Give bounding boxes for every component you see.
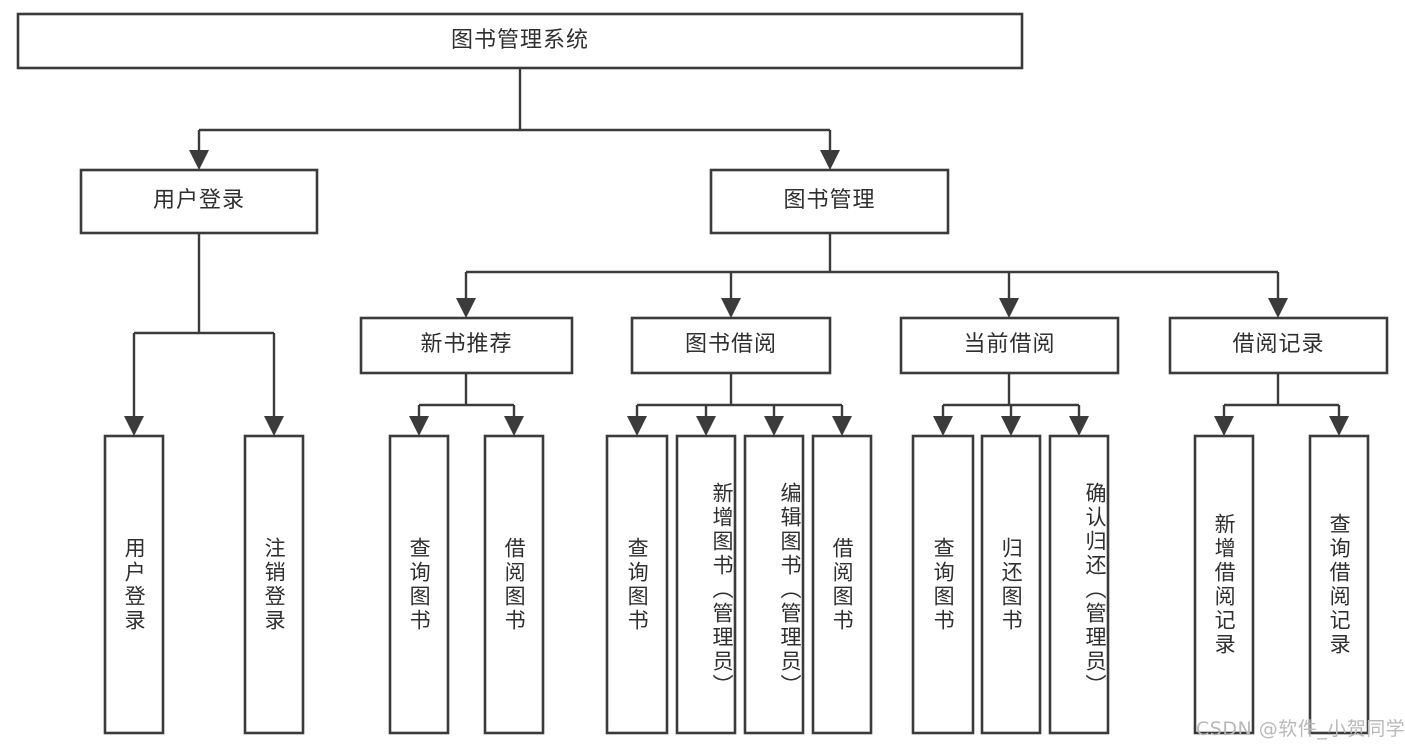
leaf-box-10[interactable] — [1048, 434, 1110, 735]
leaf-box-1[interactable] — [243, 434, 305, 735]
leaf-box-12[interactable] — [1308, 434, 1370, 735]
connector-group-borrowrecord-to-leaves — [1214, 373, 1349, 436]
leaf-box-5[interactable] — [675, 434, 737, 735]
leaf-box-4[interactable] — [605, 434, 669, 735]
csdn-watermark: CSDN @软件_小贺同学 — [1196, 718, 1405, 740]
arrow-currentborrow-leaf2 — [1001, 416, 1021, 436]
arrow-bookborrow-leaf3 — [764, 416, 784, 436]
node-box-new-book-recommend[interactable] — [359, 316, 574, 375]
arrow-currentborrow-leaf1 — [933, 416, 953, 436]
leaf-box-11[interactable] — [1193, 434, 1255, 735]
leaf-box-9[interactable] — [980, 434, 1042, 735]
node-box-root[interactable] — [16, 12, 1024, 70]
connector-group-bookborrow-to-leaves — [627, 373, 852, 436]
arrow-newbook-leaf2 — [504, 416, 524, 436]
arrow-to-current-borrow — [999, 298, 1019, 318]
arrow-to-book-borrow — [721, 298, 741, 318]
connector-group-currentborrow-to-leaves — [933, 373, 1089, 436]
arrow-to-new-book — [456, 298, 476, 318]
node-box-borrow-record[interactable] — [1168, 316, 1389, 375]
arrow-userlogin-leaf2 — [264, 416, 284, 436]
connector-group-userlogin-to-leaves — [124, 233, 284, 436]
connector-group-root-to-level2 — [189, 68, 840, 170]
node-box-book-borrow[interactable] — [630, 316, 832, 375]
node-box-current-borrow[interactable] — [899, 316, 1120, 375]
arrow-userlogin-leaf1 — [124, 416, 144, 436]
connector-group-bookmgmt-to-level3 — [456, 233, 1288, 318]
arrow-bookborrow-leaf1 — [627, 416, 647, 436]
node-box-user-login[interactable] — [79, 168, 319, 235]
arrow-newbook-leaf1 — [409, 416, 429, 436]
leaf-box-7[interactable] — [811, 434, 873, 735]
arrow-currentborrow-leaf3 — [1069, 416, 1089, 436]
leaf-box-6[interactable] — [743, 434, 805, 735]
connector-group-newbook-to-leaves — [409, 373, 524, 436]
leaf-box-8[interactable] — [911, 434, 975, 735]
arrow-bookborrow-leaf2 — [696, 416, 716, 436]
arrow-borrowrecord-leaf2 — [1329, 416, 1349, 436]
node-box-book-management[interactable] — [709, 168, 950, 235]
leaf-box-3[interactable] — [483, 434, 545, 735]
arrow-to-book-mgmt — [820, 150, 840, 170]
arrow-to-borrow-record — [1268, 298, 1288, 318]
arrow-bookborrow-leaf4 — [832, 416, 852, 436]
leaf-box-0[interactable] — [103, 434, 165, 735]
leaf-box-2[interactable] — [388, 434, 450, 735]
arrow-borrowrecord-leaf1 — [1214, 416, 1234, 436]
arrow-to-user-login — [189, 150, 209, 170]
